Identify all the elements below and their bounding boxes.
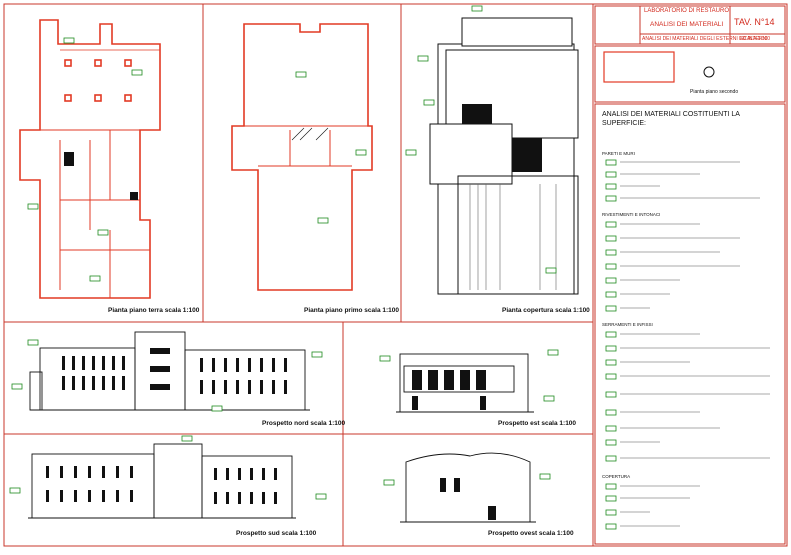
elevation-south: [28, 443, 296, 519]
plan-roof: [429, 17, 579, 295]
legend-section-roof: COPERTURA: [602, 474, 631, 479]
key-plan-caption: Pianta piano secondo: [690, 89, 739, 95]
legend-section-finishes: RIVESTIMENTI E INTONACI: [602, 212, 661, 217]
caption-elev-west: Prospetto ovest scala 1:100: [488, 530, 574, 537]
legend-section-openings: SERRAMENTI E INFISSI: [602, 322, 653, 327]
title-block-graphics: [594, 5, 786, 545]
legend-heading: ANALISI DEI MATERIALI COSTITUENTI LA SUP…: [602, 111, 740, 127]
caption-plan-ground: Pianta piano terra scala 1:100: [108, 307, 200, 314]
scale-label: SCALA 1:100: [740, 36, 771, 42]
institution-label: LABORATORIO DI RESTAURO: [644, 8, 730, 14]
outer-frame: [3, 3, 788, 547]
table-number: TAV. N°14: [734, 17, 775, 27]
elevation-north-windows: [62, 348, 287, 394]
subject-label: ANALISI DEI MATERIALI: [650, 21, 724, 28]
legend-section-walls: PARETI E MURI: [602, 151, 635, 156]
caption-plan-roof: Pianta copertura scala 1:100: [502, 307, 590, 314]
caption-elev-east: Prospetto est scala 1:100: [498, 420, 577, 427]
plan-ground-floor: [19, 19, 161, 299]
caption-elev-north: Prospetto nord scala 1:100: [262, 420, 346, 427]
material-tags: [9, 5, 559, 500]
caption-elev-south: Prospetto sud scala 1:100: [236, 530, 317, 537]
caption-plan-first: Pianta piano primo scala 1:100: [304, 307, 400, 314]
legend-rows: [605, 159, 617, 530]
legend-lines: [620, 161, 770, 527]
elevation-east: [396, 353, 534, 413]
elevation-west: [400, 452, 536, 523]
plan-first-floor: [231, 23, 373, 291]
elevation-north: [29, 331, 310, 411]
drawing-description: ANALISI DEI MATERIALI DEGLI ESTERNI ED I…: [642, 36, 768, 42]
